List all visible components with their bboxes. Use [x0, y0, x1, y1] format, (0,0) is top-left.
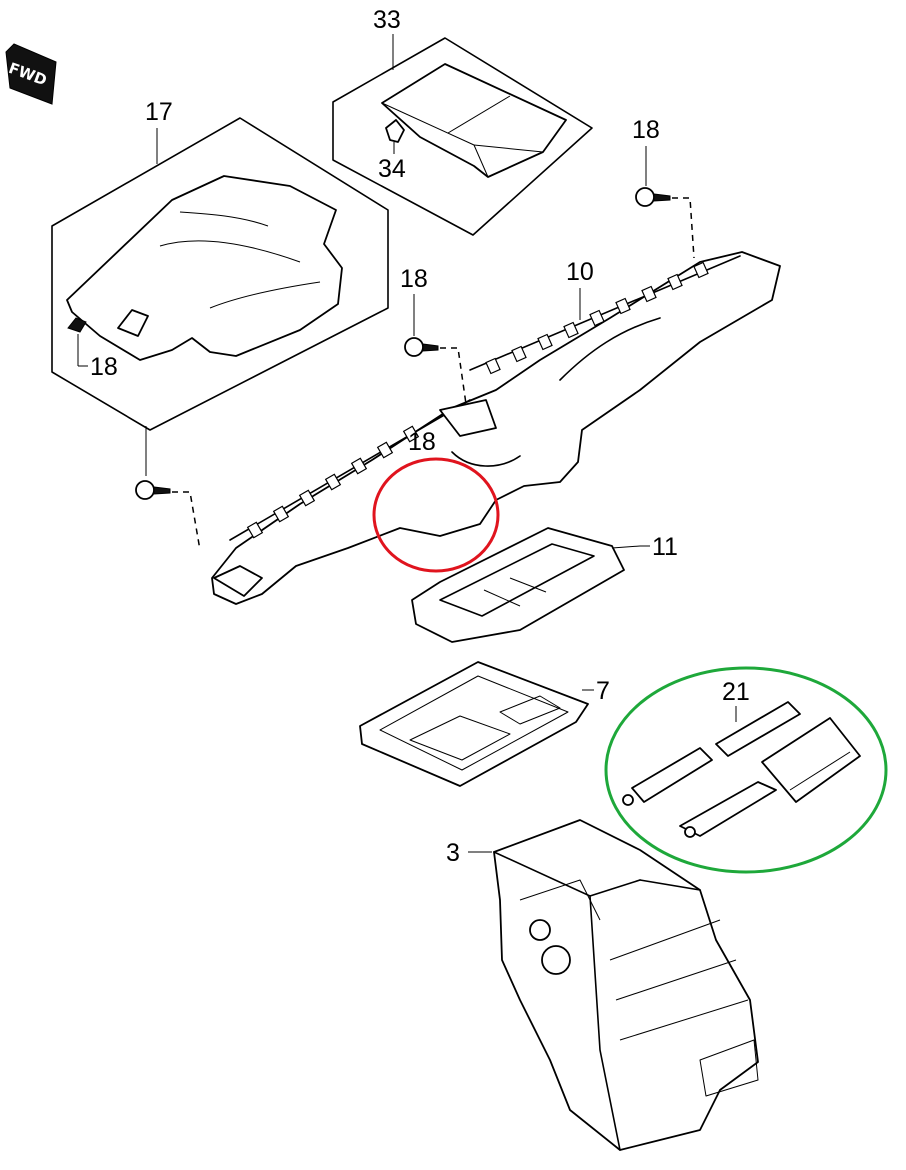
part-21-vent-set: 21: [622, 678, 861, 838]
callout-18-partial: 18: [408, 428, 436, 456]
screw-icon: [135, 480, 155, 500]
callout-21: 21: [722, 678, 750, 706]
part-33-frame: [332, 37, 593, 236]
part-18-cover-clip: [67, 317, 87, 333]
duct-vent-slots: [246, 261, 709, 539]
part-17-group: 17 18: [51, 98, 389, 431]
callout-18-cover: 18: [90, 353, 118, 381]
callout-33: 33: [373, 6, 401, 34]
screw-18-top-right: 18: [632, 116, 695, 259]
screw-18-left: [135, 426, 201, 551]
screw-18-center: 18: [400, 265, 467, 405]
part-10-duct: 10 18: [211, 251, 781, 605]
part-11: 11: [411, 527, 678, 643]
callout-18-center: 18: [400, 265, 428, 293]
red-highlight-circle: [372, 457, 500, 573]
screw-icon: [635, 187, 655, 207]
screw-icon: [404, 337, 424, 357]
part-33-group: 33 34: [332, 6, 593, 236]
part-17-frame: [51, 117, 389, 431]
part-34-clip: [385, 119, 405, 143]
callout-17: 17: [145, 98, 173, 126]
callout-7: 7: [596, 677, 610, 705]
part-33-panel: [381, 63, 567, 178]
callout-18-top-right: 18: [632, 116, 660, 144]
callout-11: 11: [652, 533, 678, 561]
green-highlight-ellipse: [604, 666, 888, 874]
fwd-direction-badge: FWD: [5, 43, 57, 105]
part-17-cover: [66, 175, 343, 361]
part-3-housing: 3: [446, 819, 759, 1151]
callout-10: 10: [566, 258, 594, 286]
part-7-filter-frame: 7: [359, 661, 610, 787]
fwd-arrow-icon: [5, 43, 57, 105]
callout-34: 34: [378, 155, 406, 183]
callout-3: 3: [446, 839, 460, 867]
